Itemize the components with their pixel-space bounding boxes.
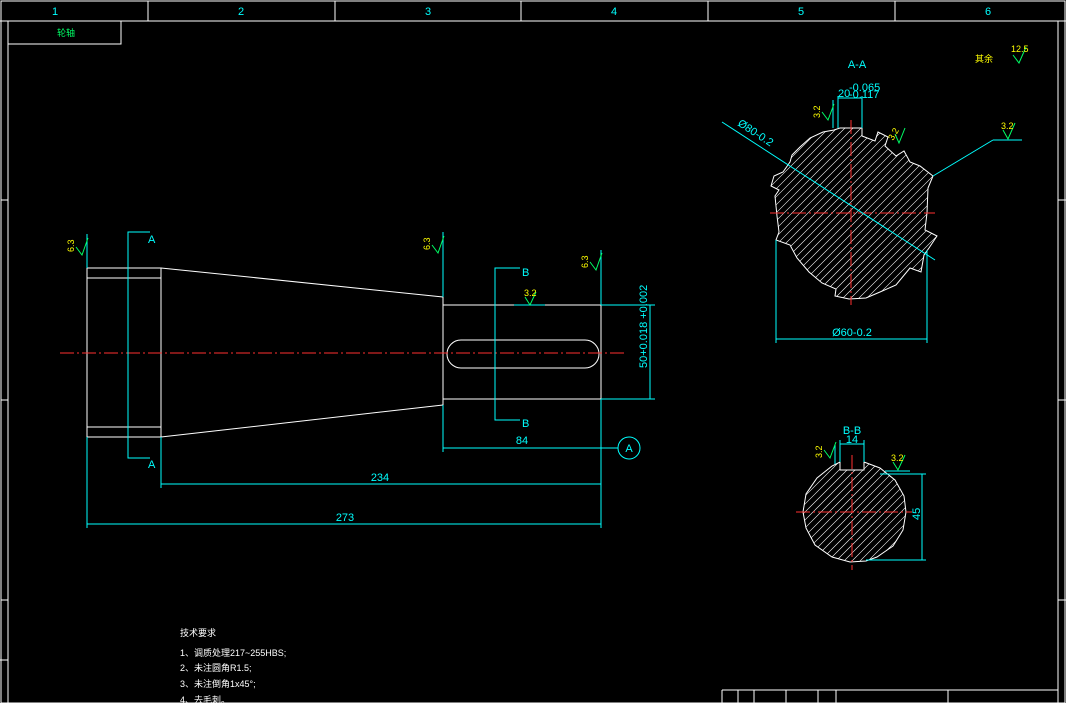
zone-numbers: 1 2 3 4 5 6	[52, 6, 991, 18]
title-block	[721, 689, 1058, 703]
key-width: 20	[838, 88, 850, 100]
section-plane-b: B B	[494, 267, 529, 430]
section-aa-title: A-A	[848, 59, 867, 71]
section-aa-view: A-A 其余 12.5 20 -0.065 -0.117 3.2 3.2 3.2…	[721, 44, 1029, 343]
note-item: 2、未注圆角R1.5;	[180, 662, 252, 673]
section-mark-b-bottom: B	[522, 418, 529, 430]
note-item: 4、去毛刺。	[180, 694, 230, 703]
roughness-value: 6.3	[66, 239, 76, 252]
datum-a-symbol: A	[625, 443, 633, 455]
dim-diameter-outer: Ø60-0.2	[832, 327, 872, 339]
zone-number: 3	[425, 6, 431, 18]
notes-title: 技术要求	[180, 627, 216, 638]
shaft-main-view	[60, 267, 625, 438]
roughness-value: 3.2	[814, 445, 824, 458]
corner-label: 轮轴	[57, 27, 75, 38]
roughness-value: 3.2	[524, 288, 537, 298]
note-item: 1、调质处理217~255HBS;	[180, 647, 286, 658]
section-mark-a-top: A	[148, 234, 156, 246]
technical-requirements: 技术要求 1、调质处理217~255HBS; 2、未注圆角R1.5; 3、未注倒…	[180, 627, 286, 703]
zone-number: 6	[985, 6, 991, 18]
note-item: 3、未注倒角1x45°;	[180, 678, 256, 689]
section-bb-title: B-B	[843, 425, 861, 437]
roughness-value: 3.2	[1001, 121, 1014, 131]
roughness-value: 3.2	[812, 105, 822, 118]
section-plane-a: A A	[127, 231, 156, 471]
dim-diameter-aa: Ø80-0.2	[735, 117, 775, 149]
dim-84: 84	[516, 435, 528, 447]
key-tolerance-lower: -0.117	[849, 89, 879, 101]
section-mark-b-top: B	[522, 267, 529, 279]
other-surfaces-label: 其余	[975, 53, 993, 64]
roughness-value: 6.3	[580, 255, 590, 268]
other-roughness-value: 12.5	[1011, 44, 1029, 54]
roughness-value: 3.2	[891, 453, 904, 463]
key-tolerance-upper: -0.065	[849, 82, 880, 94]
dim-height-bb: 45	[911, 508, 923, 520]
roughness-value: 6.3	[422, 237, 432, 250]
zone-number: 2	[238, 6, 244, 18]
dim-diameter-right: 50+0.018 +0.002	[638, 285, 650, 368]
dim-273: 273	[336, 512, 354, 524]
dimensions-main: 50+0.018 +0.002 84 A 234 273	[86, 285, 655, 528]
dim-234: 234	[371, 472, 389, 484]
zone-number: 1	[52, 6, 58, 18]
zone-number: 5	[798, 6, 804, 18]
roughness-value: 3.2	[886, 126, 901, 142]
section-mark-a-bottom: A	[148, 459, 156, 471]
dim-key-width-bb: 14	[846, 434, 858, 446]
roughness-symbols-main: 6.3 6.3 6.3 3.2	[66, 232, 603, 307]
section-bb-view: B-B 14 45 3.2 3.2	[796, 425, 926, 570]
zone-number: 4	[611, 6, 617, 18]
